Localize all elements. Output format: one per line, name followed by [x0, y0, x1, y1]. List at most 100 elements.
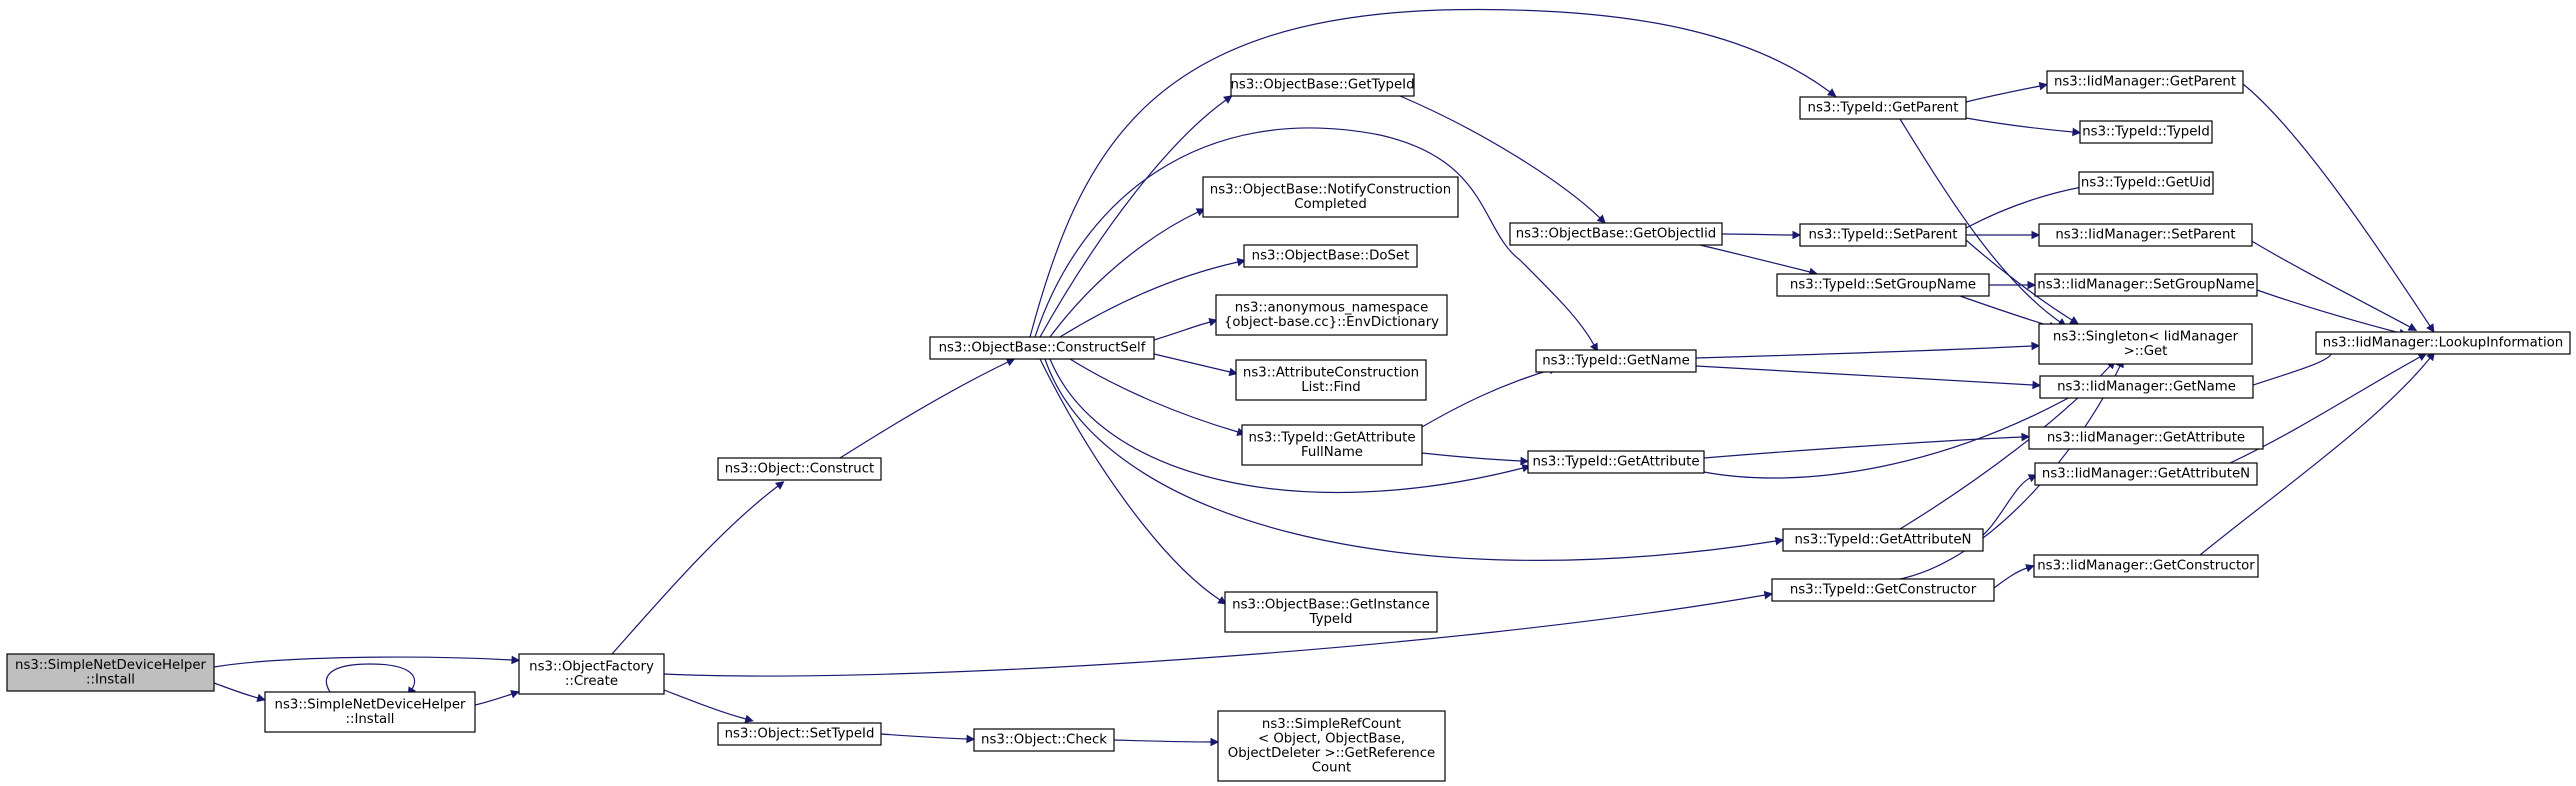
node-box: [1235, 359, 1427, 401]
edge-arrowhead: [2072, 127, 2082, 137]
edge-arrowhead: [2031, 230, 2041, 240]
edge-arrowhead: [1236, 257, 1246, 267]
node-label-line: ObjectDeleter >::GetReference: [1228, 746, 1435, 761]
edge-line: [213, 682, 259, 699]
function-node-getattributen[interactable]: ns3::TypeId::GetAttributeN: [1782, 528, 1984, 552]
call-edge-getname-to-singleton: [1695, 341, 2041, 359]
function-node-notify[interactable]: ns3::ObjectBase::NotifyConstructionCompl…: [1202, 176, 1459, 218]
edge-arrowhead: [2038, 81, 2048, 91]
function-node-create[interactable]: ns3::ObjectFactory::Create: [518, 653, 665, 695]
function-node-typeid_ctor[interactable]: ns3::TypeId::TypeId: [2079, 120, 2213, 144]
edge-arrowhead: [1589, 342, 1598, 353]
node-label-line: {object-base.cc}::EnvDictionary: [1224, 315, 1439, 330]
edge-line: [1421, 369, 1551, 428]
call-edge-constructself-to-getattrfull: [1069, 358, 1246, 436]
function-node-envdict[interactable]: ns3::anonymous_namespace{object-base.cc}…: [1215, 294, 1448, 336]
function-node-getparent[interactable]: ns3::TypeId::GetParent: [1799, 96, 1967, 120]
node-label-line: ns3::TypeId::GetParent: [1808, 101, 1959, 116]
edge-line: [1695, 365, 2034, 386]
node-box: [1527, 450, 1705, 474]
node-box: [2038, 323, 2253, 365]
node-label-line: ::Create: [565, 674, 618, 689]
edge-arrowhead: [1223, 95, 1233, 104]
function-node-iid_getparent[interactable]: ns3::IidManager::GetParent: [2046, 70, 2244, 94]
function-node-iid_getattributen[interactable]: ns3::IidManager::GetAttributeN: [2034, 462, 2258, 486]
edge-arrowhead: [2069, 316, 2079, 325]
call-edge-setgroupname-to-iid_setgroupname: [1989, 280, 2037, 290]
edge-line: [325, 663, 416, 693]
function-node-settypeid[interactable]: ns3::Object::SetTypeId: [717, 722, 882, 746]
node-label-line: List::Find: [1301, 380, 1360, 395]
call-edge-constructself-to-getparent: [1029, 8, 1837, 338]
node-label-line: ns3::ObjectBase::NotifyConstruction: [1210, 182, 1451, 197]
node-box: [2039, 375, 2254, 399]
edge-line: [611, 485, 779, 655]
function-node-setparent[interactable]: ns3::TypeId::SetParent: [1799, 223, 1967, 247]
edge-arrowhead: [774, 481, 785, 490]
edge-line: [1049, 358, 1524, 494]
function-node-iid_getattribute[interactable]: ns3::IidManager::GetAttribute: [2028, 426, 2264, 450]
function-node-getrefcount[interactable]: ns3::SimpleRefCount< Object, ObjectBase,…: [1217, 710, 1446, 782]
function-node-gettypeid_ob[interactable]: ns3::ObjectBase::GetTypeId: [1230, 73, 1415, 97]
call-edge-create-to-settypeid: [663, 689, 754, 724]
function-node-getattribute[interactable]: ns3::TypeId::GetAttribute: [1527, 450, 1705, 474]
function-node-iid_setparent[interactable]: ns3::IidManager::SetParent: [2038, 223, 2253, 247]
function-node-getname[interactable]: ns3::TypeId::GetName: [1535, 349, 1697, 373]
node-label-line: ns3::TypeId::GetAttribute: [1532, 455, 1699, 470]
function-node-iid_getname[interactable]: ns3::IidManager::GetName: [2039, 375, 2254, 399]
edge-line: [1993, 567, 2028, 589]
function-node-install2[interactable]: ns3::SimpleNetDeviceHelper::Install: [264, 691, 476, 733]
edge-arrowhead: [1596, 214, 1606, 224]
node-label-line: ns3::IidManager::GetAttribute: [2047, 431, 2245, 446]
function-node-constructself[interactable]: ns3::ObjectBase::ConstructSelf: [929, 336, 1155, 360]
call-edge-constructself-to-gettypeid_ob: [1039, 95, 1233, 338]
call-edge-constructself-to-getattributen: [1044, 358, 1785, 561]
edge-arrowhead: [2426, 323, 2435, 333]
edge-line: [1721, 233, 1794, 236]
function-node-root[interactable]: ns3::SimpleNetDeviceHelper::Install: [6, 653, 215, 692]
node-box: [1243, 244, 1418, 268]
node-box: [1799, 96, 1967, 120]
function-node-iid_getconstructor[interactable]: ns3::IidManager::GetConstructor: [2033, 554, 2259, 578]
edge-line: [880, 733, 968, 740]
node-label-line: ns3::Singleton< IidManager: [2053, 329, 2239, 344]
edge-line: [1421, 452, 1522, 462]
function-node-construct[interactable]: ns3::Object::Construct: [717, 457, 882, 481]
function-node-getconstructor[interactable]: ns3::TypeId::GetConstructor: [1771, 578, 1995, 602]
function-node-check[interactable]: ns3::Object::Check: [973, 728, 1115, 752]
call-edge-create-to-getconstructor: [663, 590, 1773, 677]
node-label-line: ns3::IidManager::SetParent: [2055, 228, 2235, 243]
node-label-line: ns3::Object::Construct: [725, 462, 874, 477]
function-node-getobjectiid[interactable]: ns3::ObjectBase::GetObjectIid: [1509, 222, 1723, 246]
node-box: [2028, 426, 2264, 450]
edge-arrowhead: [1827, 88, 1837, 97]
edge-line: [1899, 365, 2121, 580]
edge-line: [1699, 244, 1811, 273]
node-label-line: ns3::TypeId::TypeId: [2082, 125, 2210, 140]
call-edge-install2-to-create: [474, 690, 520, 706]
node-box: [2038, 223, 2253, 247]
node-box: [2078, 171, 2214, 195]
function-node-iid_setgroupname[interactable]: ns3::IidManager::SetGroupName: [2034, 273, 2258, 297]
node-label-line: ns3::ObjectBase::ConstructSelf: [939, 341, 1146, 356]
function-node-setgroupname[interactable]: ns3::TypeId::SetGroupName: [1776, 273, 1990, 297]
node-label-line: ns3::SimpleNetDeviceHelper: [15, 658, 206, 673]
call-edge-getparent-to-iid_getparent: [1965, 81, 2048, 103]
function-node-lookup[interactable]: ns3::IidManager::LookupInformation: [2315, 331, 2571, 355]
function-node-doset[interactable]: ns3::ObjectBase::DoSet: [1243, 244, 1418, 268]
node-label-line: ns3::TypeId::SetGroupName: [1790, 278, 1976, 293]
node-box: [1782, 528, 1984, 552]
node-box: [2034, 273, 2258, 297]
function-node-singleton[interactable]: ns3::Singleton< IidManager>::Get: [2038, 323, 2253, 365]
call-edge-getparent-to-typeid_ctor: [1965, 117, 2082, 137]
function-node-getuid[interactable]: ns3::TypeId::GetUid: [2078, 171, 2214, 195]
node-label-line: ns3::IidManager::GetConstructor: [2037, 559, 2255, 574]
edge-line: [1059, 261, 1239, 338]
edge-line: [2199, 357, 2431, 556]
node-box: [518, 653, 665, 695]
edge-arrowhead: [1195, 208, 1206, 217]
call-edge-iid_getparent-to-lookup: [2242, 83, 2435, 333]
